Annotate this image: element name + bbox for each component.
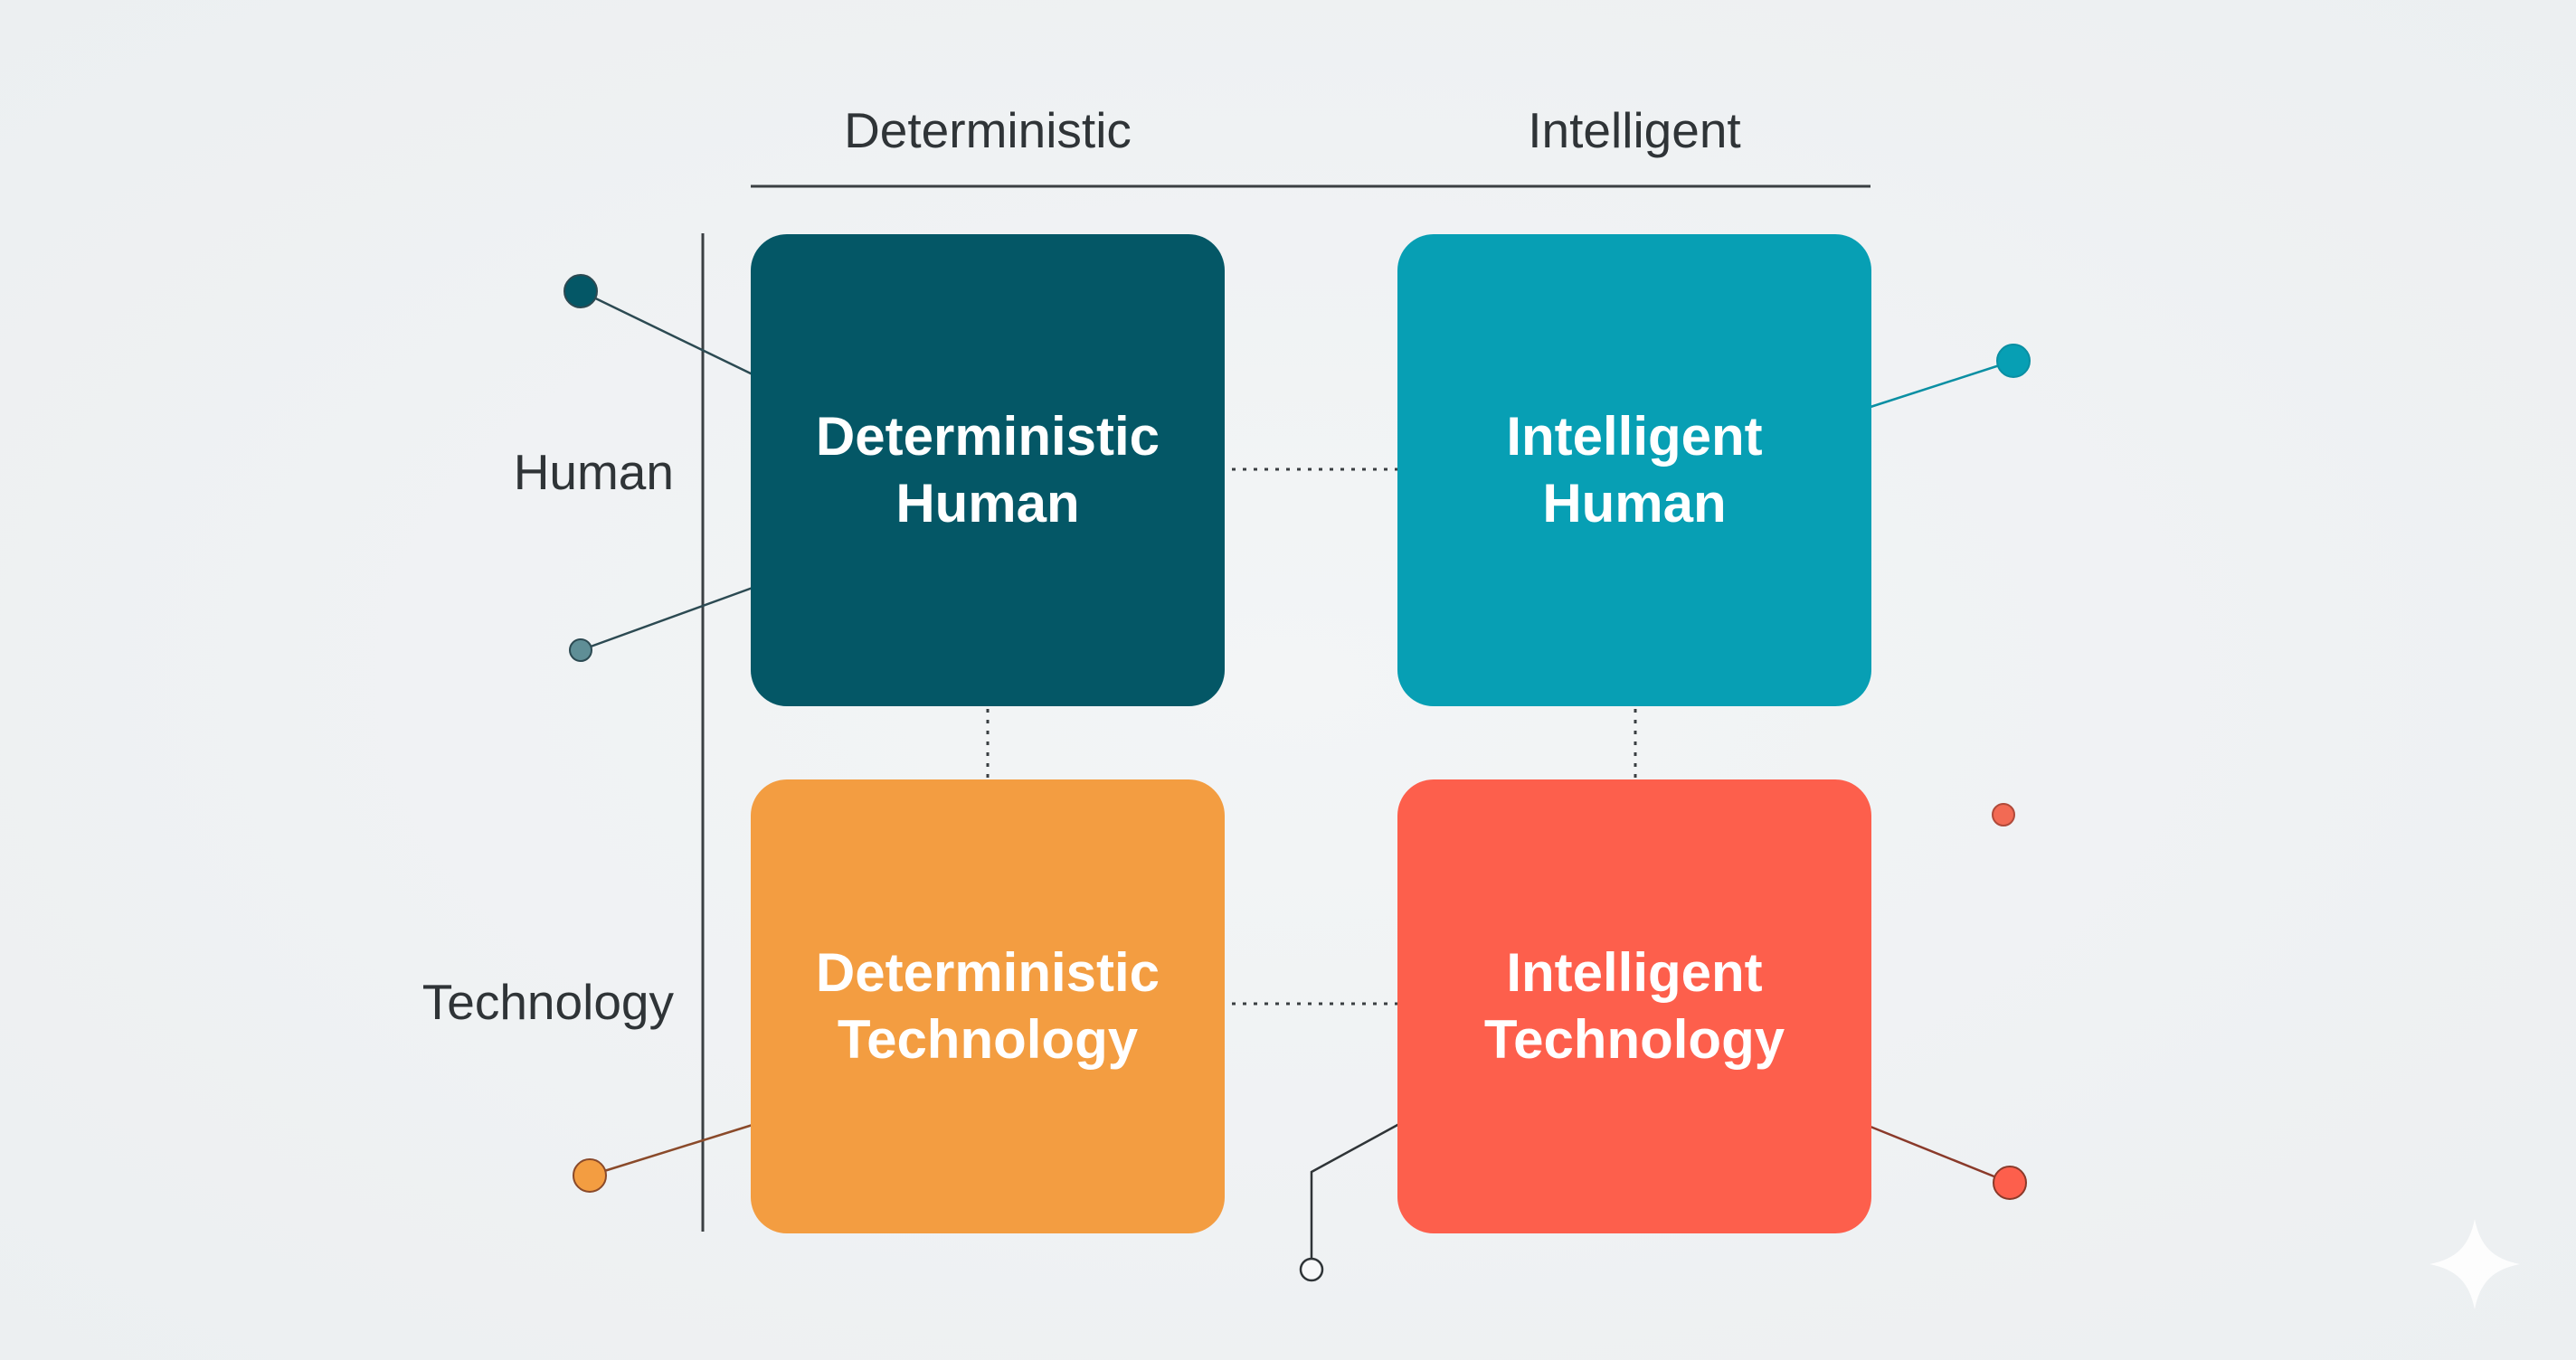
row-label-technology: Technology <box>421 974 674 1030</box>
quadrant-label-line2: Human <box>1542 473 1727 534</box>
quadrant-label-line1: Intelligent <box>1506 942 1763 1003</box>
quadrant-deterministic-human: Deterministic Human <box>751 234 1225 706</box>
quadrant-label: Deterministic Human <box>771 403 1205 537</box>
quadrant-label: Deterministic Technology <box>771 940 1205 1073</box>
quadrant-intelligent-technology: Intelligent Technology <box>1397 779 1871 1233</box>
quadrant-intelligent-human: Intelligent Human <box>1397 234 1871 706</box>
quadrant-label-line2: Technology <box>837 1009 1139 1070</box>
leader-line <box>1870 1125 2011 1185</box>
leader-line <box>589 1123 753 1177</box>
quadrant-label-line2: Human <box>895 473 1080 534</box>
decorative-dot <box>1299 1257 1324 1282</box>
decorative-dot <box>1992 803 2015 826</box>
quadrant-label-line1: Intelligent <box>1506 406 1763 467</box>
quadrant-label-line2: Technology <box>1483 1009 1785 1070</box>
quadrant-label: Intelligent Human <box>1417 403 1852 537</box>
sparkle-icon <box>2429 1219 2520 1309</box>
quadrant-label-line1: Deterministic <box>815 942 1160 1003</box>
leader-line <box>1870 359 2014 409</box>
leader-line <box>580 289 753 376</box>
decorative-dot <box>564 274 598 308</box>
quadrant-label-line1: Deterministic <box>815 406 1160 467</box>
quadrant-label: Intelligent Technology <box>1417 940 1852 1073</box>
decorative-dot <box>569 638 592 662</box>
leader-line <box>1310 1122 1400 1270</box>
column-label-deterministic: Deterministic <box>844 102 1132 158</box>
row-label-human: Human <box>513 444 674 500</box>
leader-line <box>580 586 753 652</box>
decorative-dot <box>1993 1166 2027 1200</box>
decorative-dot <box>1996 344 2031 378</box>
quadrant-deterministic-technology: Deterministic Technology <box>751 779 1225 1233</box>
column-label-intelligent: Intelligent <box>1528 102 1741 158</box>
decorative-dot <box>573 1158 607 1193</box>
